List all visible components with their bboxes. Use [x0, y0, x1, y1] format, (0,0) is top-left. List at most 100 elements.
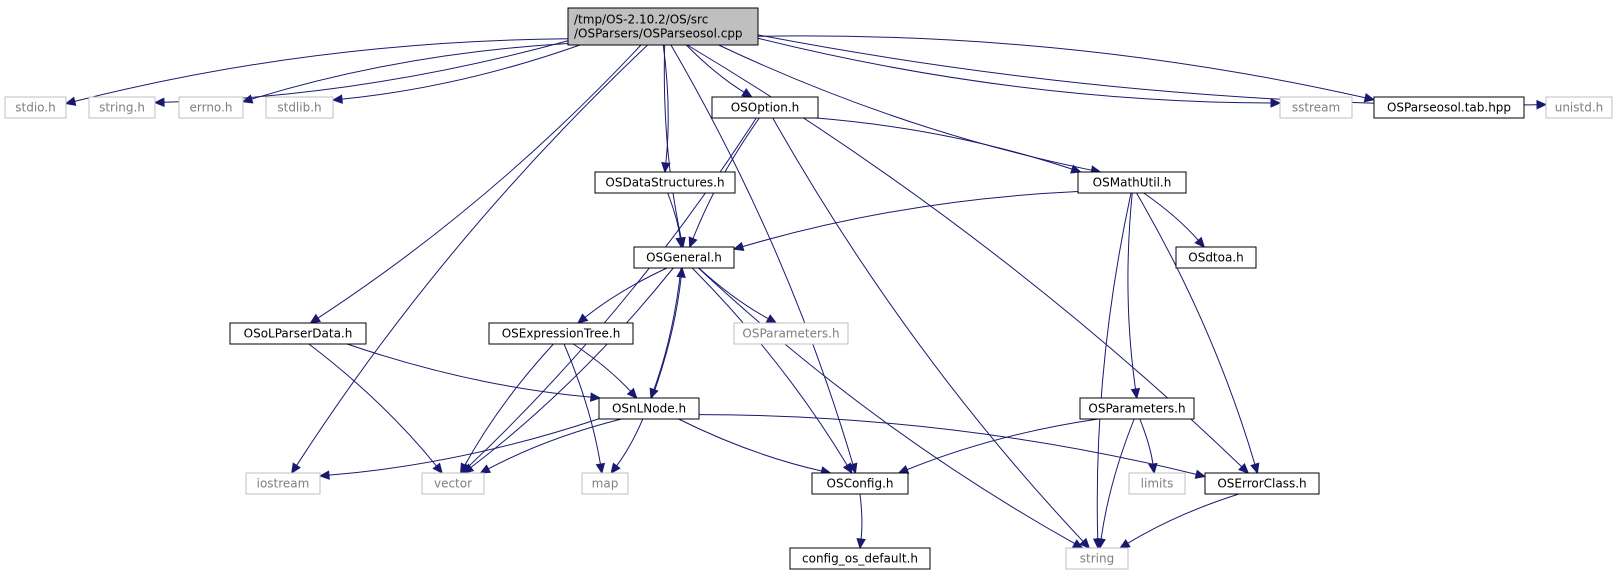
edge-osnlnode-to-oserrorclass [698, 414, 1207, 479]
node-box [488, 322, 634, 345]
node-osoption[interactable]: OSOption.h [711, 96, 819, 119]
node-box [1175, 246, 1257, 269]
node-map: map [581, 472, 629, 495]
edge-osgeneral-to-osparameters_sys [698, 267, 778, 324]
arrowhead [732, 241, 745, 252]
edge-osoption-to-osmathutil [816, 117, 1082, 174]
arrowhead [1238, 462, 1250, 474]
edge-line [662, 44, 669, 164]
edge-line [651, 276, 682, 399]
node-label: OSDataStructures.h [605, 176, 724, 190]
arrowhead [309, 313, 322, 324]
nodes-layer: /tmp/OS-2.10.2/OS/src/OSParsers/OSParseo… [4, 7, 1613, 570]
arrowhead [1148, 462, 1158, 475]
node-box [1279, 96, 1353, 119]
arrowhead [577, 313, 589, 324]
arrowhead [64, 96, 77, 106]
arrowhead [589, 392, 602, 402]
arrowhead [610, 462, 621, 474]
arrowhead [291, 462, 301, 475]
edge-root-to-osoption [685, 44, 753, 98]
edge-line [667, 192, 681, 239]
edge-osnlnode-to-vector [479, 418, 622, 474]
edge-osolparserdata-to-vector [308, 343, 443, 474]
node-label: string.h [99, 101, 145, 115]
node-osdtoa[interactable]: OSdtoa.h [1175, 246, 1257, 269]
node-vector: vector [421, 472, 485, 495]
edge-osexpressiontree-to-osnlnode [573, 343, 638, 399]
node-osdatastructures[interactable]: OSDataStructures.h [594, 171, 736, 194]
edge-line [1127, 493, 1240, 544]
node-osgeneral[interactable]: OSGeneral.h [633, 246, 735, 269]
node-osparameters[interactable]: OSParameters.h [1079, 397, 1195, 420]
arrowhead [626, 387, 638, 399]
node-label: config_os_default.h [802, 552, 918, 566]
node-string: string [1065, 547, 1129, 570]
node-box [633, 246, 735, 269]
node-box [598, 397, 700, 420]
arrowhead [1194, 469, 1207, 479]
node-osmathutil[interactable]: OSMathUtil.h [1077, 171, 1187, 194]
edges-layer [64, 34, 1548, 550]
node-box [245, 472, 321, 495]
node-label: unistd.h [1555, 101, 1604, 115]
edge-line [1139, 418, 1154, 465]
arrowhead [331, 94, 343, 104]
edge-line [470, 267, 674, 468]
arrowhead [897, 465, 910, 474]
node-box [711, 96, 819, 119]
edge-line [698, 267, 769, 320]
node-label: OSGeneral.h [646, 251, 722, 265]
node-osexpressiontree[interactable]: OSExpressionTree.h [488, 322, 634, 345]
edge-line [616, 418, 644, 467]
edge-osgeneral-to-vector [462, 267, 674, 474]
edge-root-to-iostream [291, 44, 648, 475]
node-label: OSOption.h [731, 101, 800, 115]
node-osconfig[interactable]: OSConfig.h [811, 472, 909, 495]
edge-osexpressiontree-to-map [563, 343, 606, 475]
node-string-h: string.h [88, 96, 156, 119]
node-osnlnode[interactable]: OSnLNode.h [598, 397, 700, 420]
arrowhead [1270, 98, 1282, 108]
arrowhead [741, 87, 753, 98]
node-label: sstream [1292, 101, 1340, 115]
node-root[interactable]: /tmp/OS-2.10.2/OS/src/OSParsers/OSParseo… [567, 7, 759, 46]
edge-line [1136, 192, 1256, 465]
node-label: stdlib.h [277, 101, 321, 115]
edge-line [772, 117, 1084, 542]
node-osolparserdata[interactable]: OSoLParserData.h [229, 322, 367, 345]
edge-line [1100, 418, 1135, 540]
edge-line [251, 43, 569, 100]
edge-line [346, 343, 591, 398]
node-configdefault[interactable]: config_os_default.h [789, 547, 931, 570]
edge-line [670, 44, 854, 465]
edge-line [563, 343, 601, 465]
node-label: OSoLParserData.h [244, 327, 353, 341]
node-limits: limits [1128, 472, 1186, 495]
edge-root-to-errno [241, 43, 569, 104]
node-label: OSnLNode.h [612, 402, 686, 416]
node-box [811, 472, 909, 495]
edge-line [691, 267, 848, 466]
node-box [421, 472, 485, 495]
edge-osexpressiontree-to-vector [459, 343, 554, 475]
node-tabhpp[interactable]: OSParseosol.tab.hpp [1373, 96, 1525, 119]
node-box [1077, 171, 1187, 194]
edge-line [859, 493, 863, 540]
node-box [789, 547, 931, 570]
edge-osgeneral-to-osexpressiontree [577, 267, 668, 324]
edge-line [488, 418, 622, 470]
edge-root-to-osdatastructures [661, 44, 671, 174]
arrowhead [1536, 99, 1548, 110]
edge-line [328, 418, 600, 476]
node-stdlib: stdlib.h [265, 96, 334, 119]
node-iostream: iostream [245, 472, 321, 495]
node-box [581, 472, 629, 495]
node-box [229, 322, 367, 345]
node-oserrorclass[interactable]: OSErrorClass.h [1204, 472, 1320, 495]
node-box [178, 96, 244, 119]
node-label: vector [434, 477, 472, 491]
node-sstream: sstream [1279, 96, 1353, 119]
arrowhead [595, 462, 606, 475]
